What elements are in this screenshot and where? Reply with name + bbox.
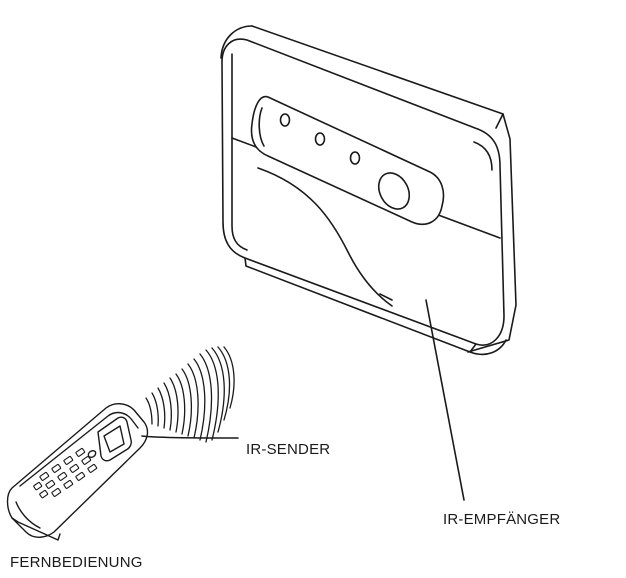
- remote-control-label: FERNBEDIENUNG: [10, 554, 143, 571]
- remote-control-icon: [6, 403, 149, 541]
- receiver-leader-line: [425, 299, 465, 501]
- ir-receiver-label: IR-EMPFÄNGER: [443, 511, 561, 528]
- ir-sender-label: IR-SENDER: [246, 441, 331, 458]
- infrared-waves-icon: [145, 346, 235, 443]
- receiver-unit-icon: [220, 25, 517, 356]
- sender-leader-line: [141, 435, 239, 439]
